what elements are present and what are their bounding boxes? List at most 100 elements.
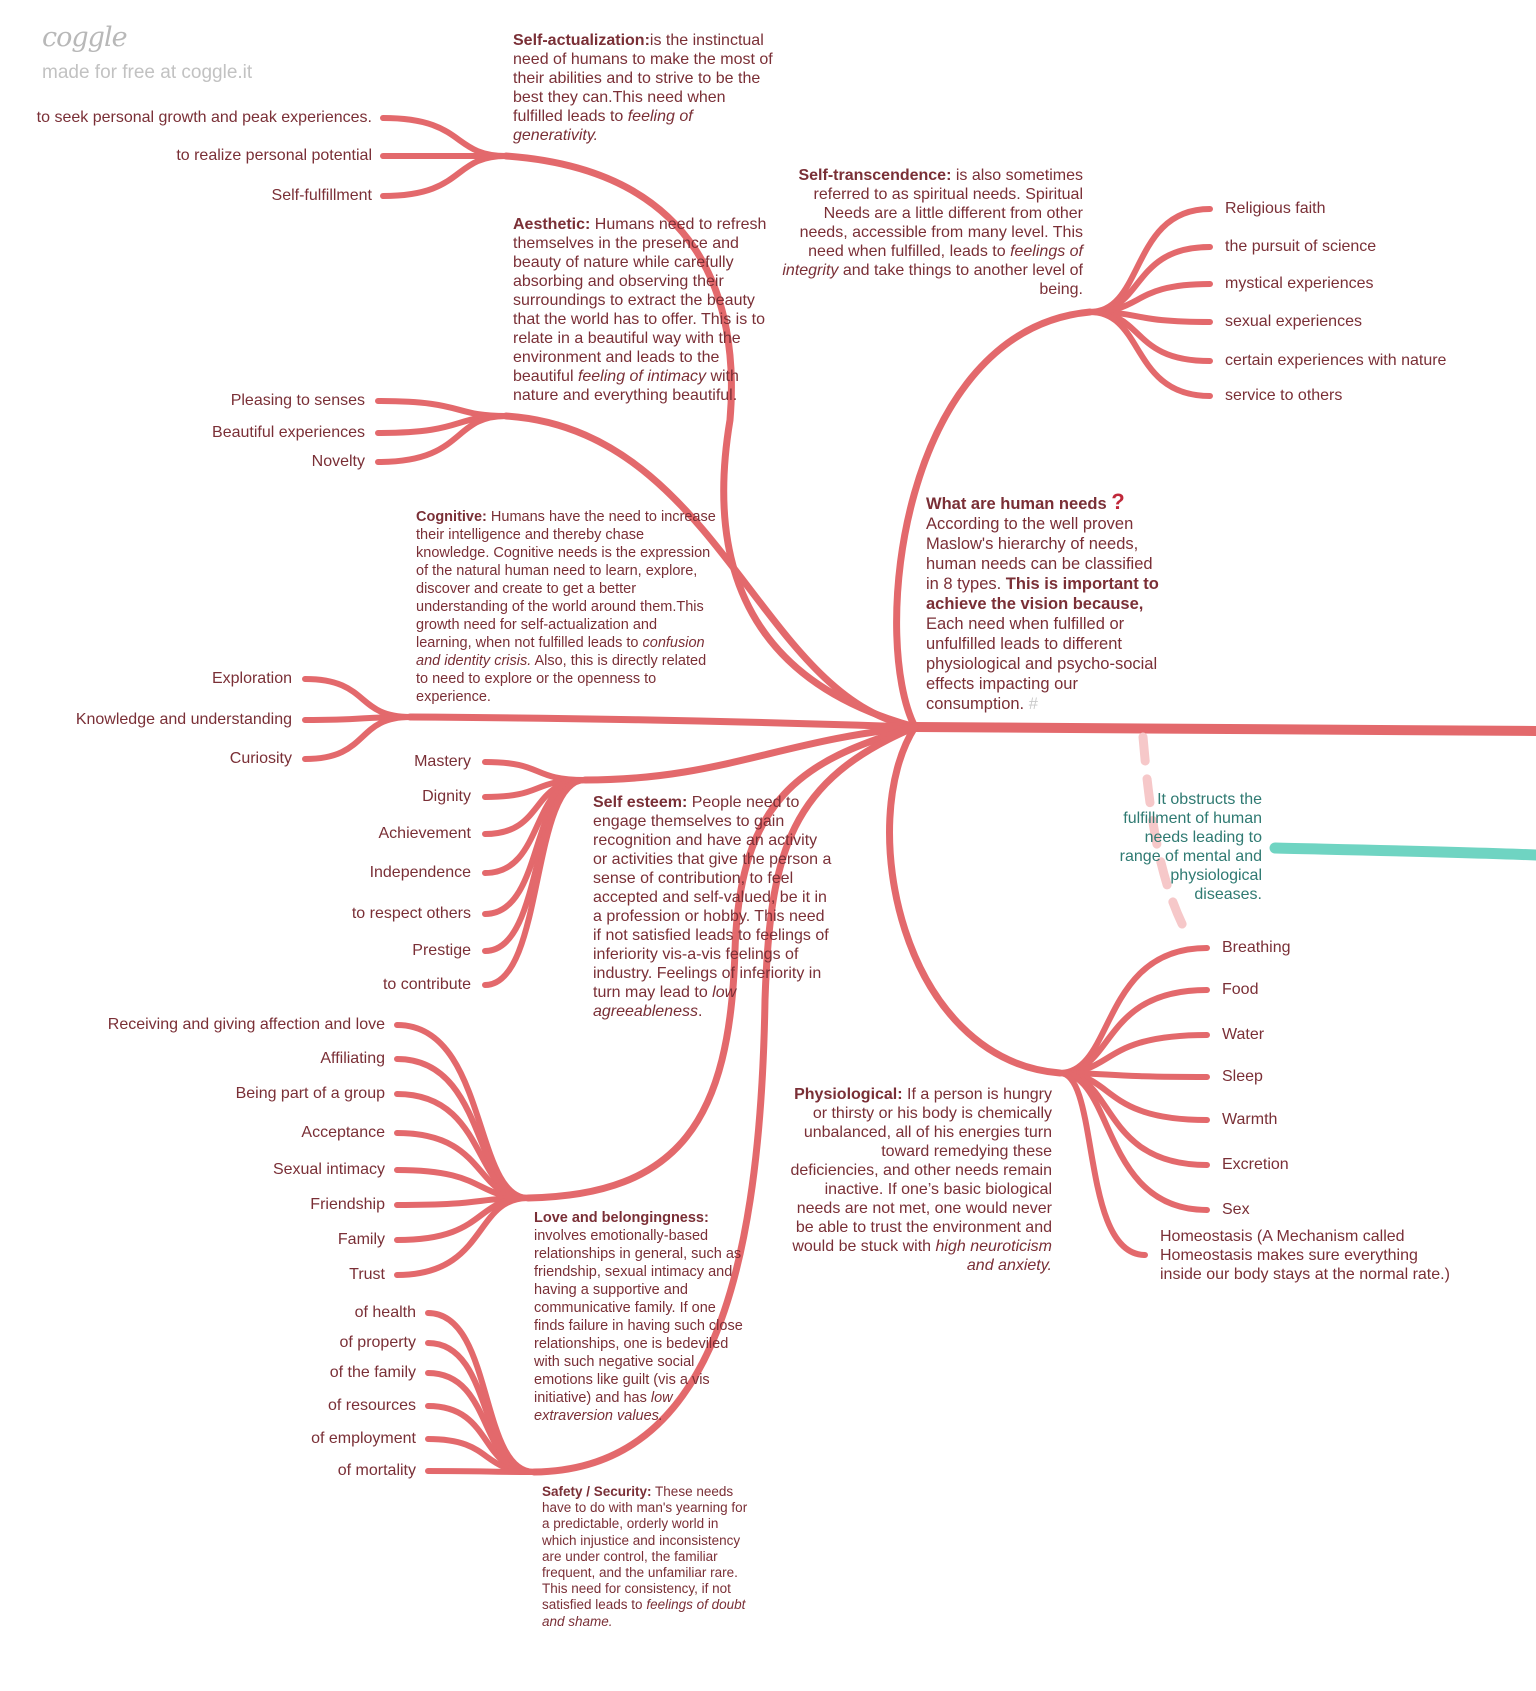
center-text-bold: This is important to achieve the vision …: [926, 575, 1159, 613]
leaf-branch: [302, 676, 413, 720]
leaf-safety-item[interactable]: of property: [339, 1334, 416, 1351]
leaf-self-transcendence-item[interactable]: mystical experiences: [1225, 275, 1374, 292]
center-text-1: According to the well proven Maslow's hi…: [926, 515, 1153, 593]
leaf-cognitive-item[interactable]: Knowledge and understanding: [75, 711, 292, 728]
leaf-love-item[interactable]: Friendship: [310, 1196, 385, 1213]
self-transcendence-text-2: and take things to another level of bein…: [838, 262, 1083, 298]
cognitive-text-2: Also, this is directly related to need t…: [416, 653, 707, 705]
leaf-physiological-item[interactable]: Water: [1222, 1026, 1265, 1043]
leaf-aesthetic-item[interactable]: Novelty: [311, 453, 365, 470]
center-node-human-needs[interactable]: What are human needs ? According to the …: [926, 489, 1166, 714]
leaf-self-esteem-item[interactable]: to contribute: [382, 976, 471, 993]
node-aesthetic[interactable]: Aesthetic: Humans need to refresh themse…: [513, 215, 771, 405]
self-actualization-text: is the instinctual need of humans to mak…: [513, 32, 773, 125]
leaf-safety-item[interactable]: of resources: [327, 1397, 416, 1414]
leaf-self-actualization-item[interactable]: to realize personal potential: [176, 147, 372, 164]
branch-self-actualization: [502, 152, 919, 731]
leaf-self-actualization-item[interactable]: Self-fulfillment: [271, 187, 372, 204]
node-self-esteem[interactable]: Self esteem: People need to engage thems…: [593, 793, 833, 1021]
leaf-physiological-item[interactable]: Food: [1222, 981, 1259, 998]
center-link-hash[interactable]: #: [1028, 695, 1038, 713]
node-love-belongingness[interactable]: Love and belongingness: involves emotion…: [534, 1209, 744, 1425]
leaf-cognitive-item[interactable]: Exploration: [211, 670, 292, 687]
leaf-self-esteem-item[interactable]: Achievement: [378, 825, 472, 842]
leaf-aesthetic-item[interactable]: Pleasing to senses: [230, 392, 365, 409]
leaf-self-esteem-item[interactable]: Independence: [369, 864, 471, 881]
self-actualization-title: Self-actualization:: [513, 32, 650, 49]
leaf-self-actualization-item[interactable]: to seek personal growth and peak experie…: [36, 109, 372, 126]
node-safety-security[interactable]: Safety / Security: These needs have to d…: [542, 1484, 752, 1630]
leaf-physiological-item[interactable]: Sex: [1222, 1201, 1250, 1218]
branch-aesthetic: [502, 412, 919, 731]
leaf-safety-item[interactable]: of mortality: [337, 1462, 416, 1479]
made-with-coggle-link[interactable]: made for free at coggle.it: [42, 62, 253, 83]
self-esteem-italic: low agreeableness: [593, 984, 737, 1020]
physiological-italic: high neuroticism and anxiety.: [935, 1238, 1053, 1274]
leaf-self-esteem-item[interactable]: Prestige: [412, 942, 471, 959]
obstruct-note[interactable]: It obstructs the fulfillment of human ne…: [1119, 791, 1262, 903]
leaf-love-item[interactable]: Affiliating: [320, 1050, 385, 1067]
branch-safety: [530, 723, 919, 1476]
leaf-branch: [1087, 281, 1213, 315]
main-trunk: [910, 722, 1536, 736]
physiological-text: If a person is hungry or thirsty or his …: [790, 1086, 1053, 1255]
leaf-self-transcendence-item[interactable]: certain experiences with nature: [1225, 352, 1447, 369]
leaf-love-item[interactable]: Sexual intimacy: [272, 1161, 385, 1178]
leaf-self-transcendence-item[interactable]: the pursuit of science: [1225, 238, 1377, 255]
self-actualization-italic: feeling of generativity.: [513, 108, 693, 144]
leaf-branch: [482, 759, 588, 783]
leaf-branch: [1087, 309, 1213, 399]
leaf-self-transcendence-item[interactable]: sexual experiences: [1225, 313, 1362, 330]
leaf-branch: [375, 398, 509, 419]
leaf-aesthetic-item[interactable]: Beautiful experiences: [212, 424, 365, 441]
node-cognitive[interactable]: Cognitive: Humans have the need to incre…: [416, 508, 716, 706]
leaf-physiological-item[interactable]: Breathing: [1222, 939, 1291, 956]
self-transcendence-text: is also sometimes referred to as spiritu…: [799, 167, 1083, 260]
question-mark-icon: ?: [1111, 489, 1125, 514]
safety-text: These needs have to do with man's yearni…: [542, 1484, 748, 1613]
coggle-logo[interactable]: coggle: [42, 22, 128, 53]
node-self-transcendence[interactable]: Self-transcendence: is also sometimes re…: [775, 166, 1083, 299]
node-self-actualization[interactable]: Self-actualization:is the instinctual ne…: [513, 31, 773, 145]
self-transcendence-italic: feelings of integrity: [782, 243, 1083, 279]
teal-branch: [1269, 842, 1536, 861]
node-physiological[interactable]: Physiological: If a person is hungry or …: [790, 1085, 1053, 1275]
leaf-safety-item[interactable]: of health: [354, 1304, 416, 1321]
leaf-love-item[interactable]: Family: [337, 1231, 385, 1248]
leaf-love-item[interactable]: Being part of a group: [235, 1085, 385, 1102]
leaf-self-transcendence-item[interactable]: service to others: [1225, 387, 1343, 404]
self-esteem-text-2: .: [697, 1003, 703, 1020]
leaf-love-item[interactable]: Trust: [349, 1266, 385, 1283]
leaf-self-esteem-item[interactable]: Dignity: [422, 788, 471, 805]
branch-love: [524, 723, 919, 1202]
branch-cognitive: [406, 713, 919, 731]
safety-italic: feelings of doubt and shame.: [542, 1597, 746, 1629]
leaf-safety-item[interactable]: of employment: [311, 1430, 416, 1447]
physiological-title: Physiological:: [794, 1086, 903, 1103]
leaf-physiological-item[interactable]: Sleep: [1222, 1068, 1263, 1085]
love-italic: low extraversion values.: [534, 1390, 673, 1424]
leaf-self-esteem-item[interactable]: Mastery: [414, 753, 471, 770]
branch-physiological: [886, 723, 1064, 1077]
leaf-branch: [394, 1091, 531, 1201]
leaf-physiological-item[interactable]: Warmth: [1222, 1111, 1278, 1128]
branch-self-esteem: [581, 723, 919, 784]
leaf-self-esteem-item[interactable]: to respect others: [351, 905, 471, 922]
aesthetic-text: Humans need to refresh themselves in the…: [513, 216, 767, 385]
love-title: Love and belongingness:: [534, 1210, 709, 1226]
branch-self-transcendence: [893, 308, 1094, 731]
leaf-love-item[interactable]: Receiving and giving affection and love: [107, 1016, 385, 1033]
love-text: involves emotionally-based relationships…: [534, 1228, 743, 1406]
leaf-branch: [1057, 1070, 1210, 1213]
leaf-branch: [380, 153, 509, 199]
leaf-physiological-item[interactable]: Excretion: [1222, 1156, 1289, 1173]
cognitive-text: Humans have the need to increase their i…: [416, 509, 716, 651]
leaf-love-item[interactable]: Acceptance: [301, 1124, 385, 1141]
leaf-self-transcendence-item[interactable]: Religious faith: [1225, 200, 1326, 217]
safety-title: Safety / Security:: [542, 1484, 652, 1499]
leaf-safety-item[interactable]: of the family: [329, 1364, 416, 1381]
leaf-cognitive-item[interactable]: Curiosity: [229, 750, 292, 767]
aesthetic-text-2: with nature and everything beautiful.: [513, 368, 739, 404]
leaf-homeostasis[interactable]: Homeostasis (A Mechanism called Homeosta…: [1160, 1228, 1450, 1283]
self-transcendence-title: Self-transcendence:: [798, 167, 952, 184]
